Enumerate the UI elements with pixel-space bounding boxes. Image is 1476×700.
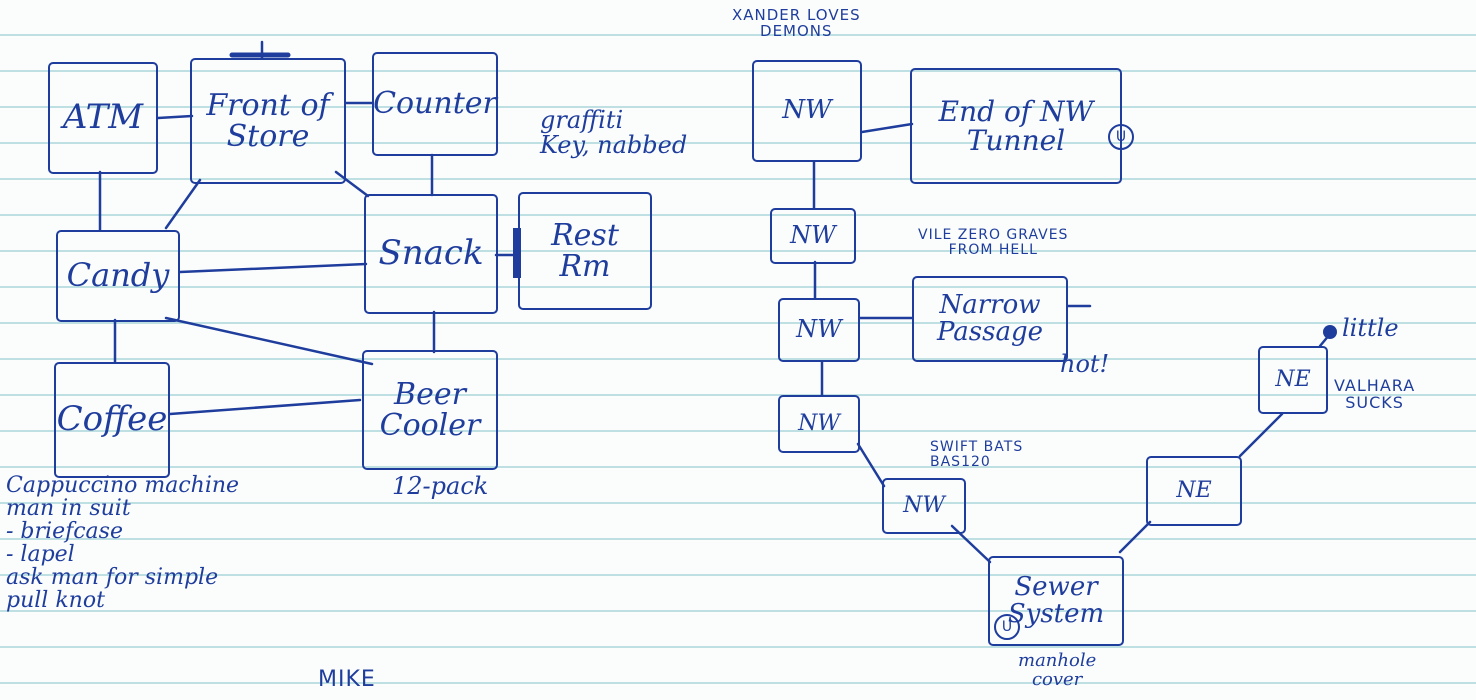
- mike-note: MIKE: [318, 667, 376, 692]
- edge-candy-snack: [178, 262, 368, 274]
- hot-note: hot!: [1060, 350, 1110, 378]
- candy-room: Candy: [56, 230, 180, 322]
- twelve-pack-note: 12-pack: [392, 472, 489, 500]
- edge-candy-beer: [164, 316, 374, 366]
- swift-note: SWIFT BATS BAS120: [930, 439, 1024, 470]
- edge-front-snack: [334, 170, 370, 198]
- xander-note: XANDER LOVES DEMONS: [732, 6, 861, 40]
- u-marker-end-nw: U: [1108, 124, 1134, 150]
- valhara-note: VALHARA SUCKS: [1334, 376, 1416, 412]
- snack-room: Snack: [364, 194, 498, 314]
- sewer-system-room: Sewer System: [988, 556, 1124, 646]
- edge-nw1-end: [860, 122, 914, 134]
- coffee-notes: Cappuccino machine man in suit - briefca…: [6, 473, 240, 614]
- restroom-room: Rest Rm: [518, 192, 652, 310]
- coffee-room: Coffee: [54, 362, 170, 478]
- narrow-passage-room: Narrow Passage: [912, 276, 1068, 362]
- nw-room-1: NW: [752, 60, 862, 162]
- u-marker-sewer: U: [994, 614, 1020, 640]
- edge-ne1-ne2: [1238, 412, 1284, 458]
- edge-sewer-ne1: [1118, 520, 1152, 554]
- little-dot: [1323, 325, 1337, 339]
- atm-room: ATM: [48, 62, 158, 174]
- ne-room-1: NE: [1146, 456, 1242, 526]
- nw-room-5: NW: [882, 478, 966, 534]
- ne-room-2: NE: [1258, 346, 1328, 414]
- nw-room-2: NW: [770, 208, 856, 264]
- front-of-store-room: Front of Store: [190, 58, 346, 184]
- edge-coffee-beer: [168, 398, 362, 416]
- edge-atm-front: [156, 114, 194, 120]
- nw-room-4: NW: [778, 395, 860, 453]
- nw-room-3: NW: [778, 298, 860, 362]
- manhole-note: manhole cover: [1018, 650, 1097, 690]
- restroom-door-mark: [513, 228, 521, 278]
- graffiti-note: graffiti Key, nabbed: [540, 106, 688, 160]
- edge-nw4-nw5: [856, 442, 886, 488]
- end-of-nw-tunnel-room: End of NW Tunnel: [910, 68, 1122, 184]
- vile-note: VILE ZERO GRAVES FROM HELL: [918, 227, 1069, 258]
- beer-cooler-room: Beer Cooler: [362, 350, 498, 470]
- edge-front-candy: [164, 178, 202, 230]
- counter-room: Counter: [372, 52, 498, 156]
- little-note: little: [1342, 314, 1399, 342]
